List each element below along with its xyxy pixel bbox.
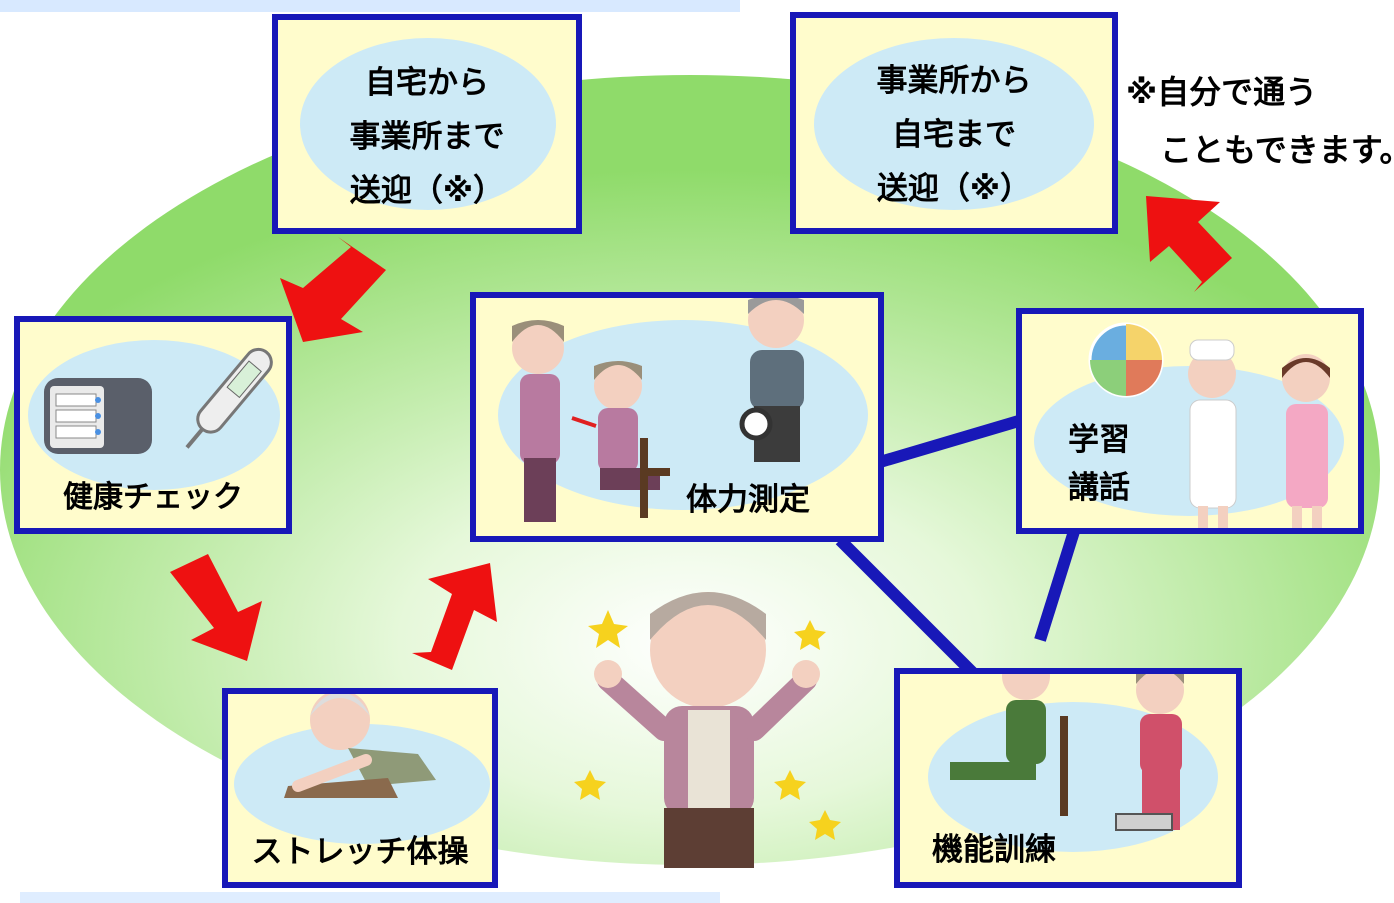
dropoff-label-2: 自宅まで [892, 117, 1016, 153]
training-label: 機能訓練 [932, 832, 1056, 868]
blood-pressure-monitor-icon [44, 378, 152, 454]
leg-exercise-man-icon [950, 674, 1068, 816]
bottom-title-strip [20, 892, 720, 903]
step-stretch-box: ストレッチ体操 [222, 688, 498, 888]
arrow-stretch-to-fitness [412, 563, 497, 670]
step-training-box: 機能訓練 [894, 668, 1242, 888]
dropoff-label-3: 送迎（※） [876, 171, 1032, 207]
dropoff-label-1: 事業所から [876, 63, 1032, 99]
pickup-label-1: 自宅から [365, 65, 489, 101]
pickup-label-2: 事業所まで [349, 119, 505, 155]
step-exercise-woman-icon [1115, 674, 1184, 831]
connector-lecture-training [1034, 523, 1082, 642]
arrow-health-to-stretch [170, 554, 262, 661]
arrow-lecture-to-dropoff [1146, 196, 1232, 292]
stretch-label: ストレッチ体操 [251, 834, 469, 870]
nurse-icon [1188, 339, 1237, 528]
step-health-check-box: 健康チェック [14, 316, 292, 534]
fitness-label: 体力測定 [686, 482, 810, 518]
health-check-label: 健康チェック [63, 480, 243, 515]
step-pickup-box: 自宅から 事業所まで 送迎（※） [272, 14, 582, 234]
top-title-strip [0, 0, 740, 12]
happy-grandmother-icon [574, 592, 841, 868]
step-oval [814, 38, 1094, 210]
stretching-woman-icon [284, 694, 436, 798]
step-lecture-box: 学習 講話 [1016, 308, 1364, 534]
arrow-pickup-to-health [280, 237, 386, 342]
self-commute-note-2: こともできます。 [1160, 131, 1394, 169]
connector-fitness-training [835, 535, 980, 680]
grip-strength-man-icon [739, 298, 804, 462]
lecture-label-2: 講話 [1068, 470, 1130, 506]
step-fitness-box: 体力測定 [470, 292, 884, 542]
connector-fitness-lecture [878, 414, 1024, 468]
pickup-label-3: 送迎（※） [349, 173, 505, 209]
chair-stand-test-icon [512, 320, 670, 522]
self-commute-note-1: ※自分で通う [1126, 73, 1318, 111]
step-dropoff-box: 事業所から 自宅まで 送迎（※） [790, 12, 1118, 234]
nutrition-plate-icon [1088, 322, 1164, 398]
dental-hygienist-icon [1282, 354, 1330, 528]
lecture-label-1: 学習 [1068, 422, 1130, 458]
step-oval [300, 38, 556, 210]
thermometer-icon [185, 347, 273, 449]
